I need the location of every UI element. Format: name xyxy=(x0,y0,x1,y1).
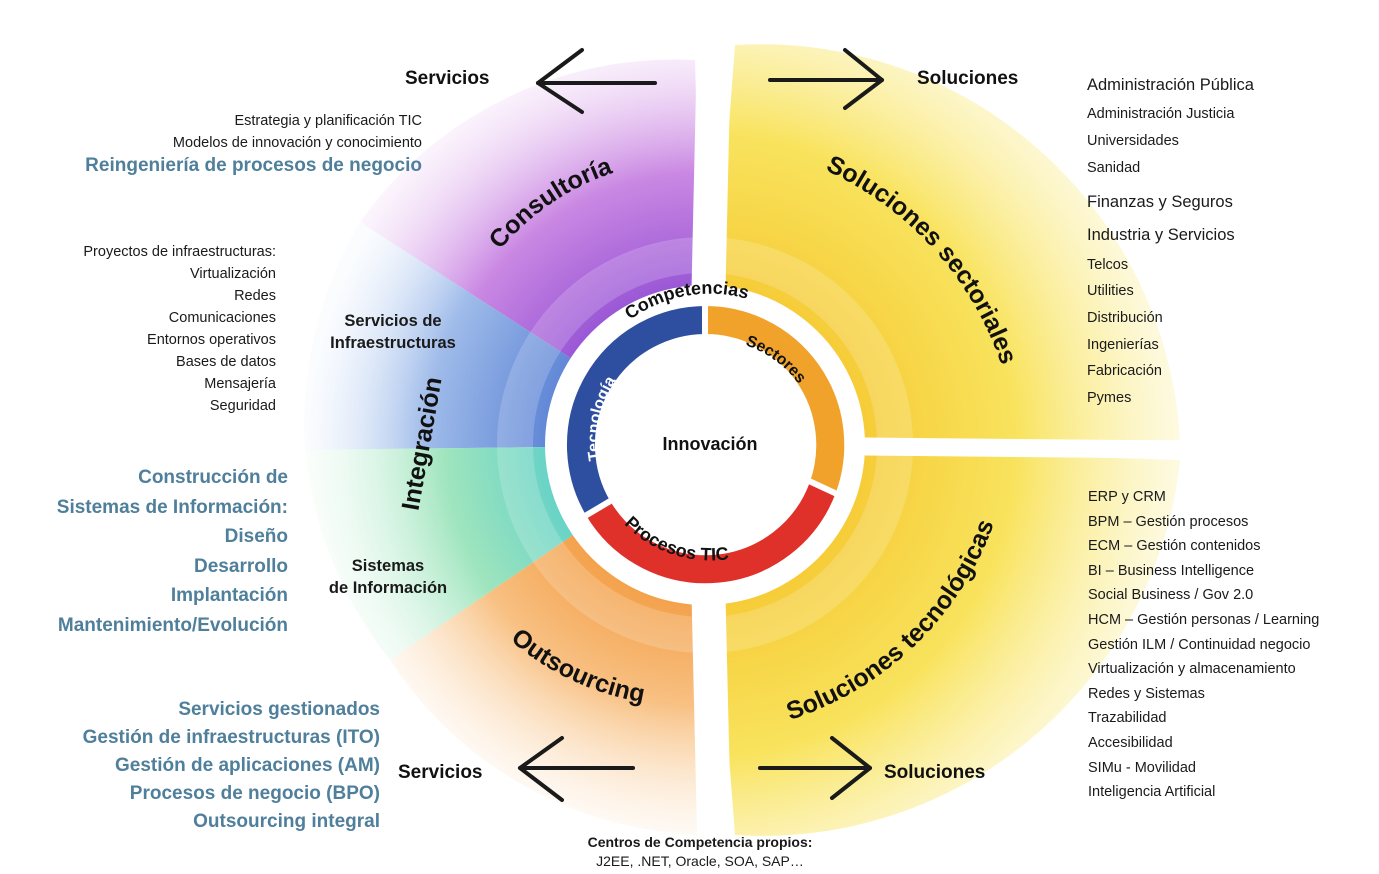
footer-subtitle: J2EE, .NET, Oracle, SOA, SAP… xyxy=(596,853,804,869)
ring-tecnologia xyxy=(566,306,706,516)
list-item: Servicios gestionados xyxy=(178,699,380,720)
innovacion-label: Innovación xyxy=(662,434,757,454)
list-item: Virtualización y almacenamiento xyxy=(1088,661,1296,678)
list-item: Procesos de negocio (BPO) xyxy=(129,783,380,804)
list-item: Trazabilidad xyxy=(1088,710,1167,727)
list-item: Sistemas de Información: xyxy=(56,496,288,518)
tecnologicas-list: ERP y CRM BPM – Gestión procesos ECM – G… xyxy=(1088,485,1319,805)
list-item: Industria y Servicios xyxy=(1087,226,1235,244)
list-item: Social Business / Gov 2.0 xyxy=(1088,587,1254,604)
list-item: Universidades xyxy=(1087,133,1179,149)
list-item: Construcción de xyxy=(138,467,288,488)
list-item: Gestión de infraestructuras (ITO) xyxy=(82,727,380,748)
arrow-top-right-icon xyxy=(768,48,884,110)
arrow-bottom-left-icon xyxy=(518,736,635,802)
list-item: Finanzas y Seguros xyxy=(1087,193,1233,211)
list-item: Redes y Sistemas xyxy=(1088,685,1205,702)
list-item: ERP y CRM xyxy=(1088,489,1166,505)
sistemas-informacion-label: Sistemas de Información xyxy=(328,557,448,597)
list-item: Gestión de aplicaciones (AM) xyxy=(115,755,380,776)
consultoria-list: Estrategia y planificación TIC Modelos d… xyxy=(173,110,422,154)
soluciones-top-label: Soluciones xyxy=(917,68,1019,89)
list-item: Comunicaciones xyxy=(168,310,276,326)
list-item: BI – Business Intelligence xyxy=(1088,562,1255,579)
list-item: Utilities xyxy=(1087,283,1134,299)
list-item: Accesibilidad xyxy=(1088,734,1173,751)
list-item: Gestión ILM / Continuidad negocio xyxy=(1088,636,1311,653)
list-item: Mensajería xyxy=(204,376,276,392)
list-item: Inteligencia Artificial xyxy=(1088,784,1216,801)
list-item: Sanidad xyxy=(1087,160,1141,176)
list-item: Bases de datos xyxy=(176,354,276,370)
construccion-list: Construcción de Sistemas de Información:… xyxy=(57,463,288,640)
list-item: SIMu - Movilidad xyxy=(1088,759,1196,776)
list-item: Estrategia y planificación TIC xyxy=(234,113,422,129)
list-item: Administración Pública xyxy=(1087,76,1254,94)
list-item: Redes xyxy=(234,288,276,304)
list-item: Outsourcing integral xyxy=(193,811,380,832)
list-item: Desarrollo xyxy=(194,555,288,577)
list-item: Ingenierías xyxy=(1087,337,1159,353)
list-item: Entornos operativos xyxy=(147,332,276,348)
list-item: Administración Justicia xyxy=(1087,106,1235,122)
footer-title: Centros de Competencia propios: xyxy=(587,834,813,850)
list-item: Proyectos de infraestructuras: xyxy=(83,244,276,260)
list-item: BPM – Gestión procesos xyxy=(1088,513,1249,530)
list-item: Diseño xyxy=(224,526,288,547)
list-item: Virtualización xyxy=(190,266,276,282)
ring-sectores xyxy=(704,305,845,492)
list-item: ECM – Gestión contenidos xyxy=(1088,538,1261,555)
list-item: Pymes xyxy=(1087,390,1132,406)
infraestructuras-list: Proyectos de infraestructuras: Virtualiz… xyxy=(83,241,276,417)
servicios-top-label: Servicios xyxy=(405,68,490,89)
list-item: Seguridad xyxy=(209,398,276,414)
list-item: Distribución xyxy=(1087,310,1163,326)
ring-procesos xyxy=(585,481,837,584)
arrow-top-left-icon xyxy=(536,48,657,114)
consultoria-highlight: Reingeniería de procesos de negocio xyxy=(85,155,422,176)
arrow-bottom-right-icon xyxy=(758,736,872,800)
servicios-infraestructuras-label: Servicios de Infraestructuras xyxy=(330,312,456,352)
list-item: Modelos de innovación y conocimiento xyxy=(172,135,422,151)
list-item: Telcos xyxy=(1087,257,1129,273)
outsourcing-list: Servicios gestionados Gestión de infraes… xyxy=(83,696,380,836)
servicios-bottom-label: Servicios xyxy=(398,762,483,783)
list-item: Fabricación xyxy=(1087,363,1162,379)
list-item: Implantación xyxy=(170,585,288,606)
list-item: Mantenimiento/Evolución xyxy=(57,614,288,636)
soluciones-bottom-label: Soluciones xyxy=(884,762,986,783)
list-item: HCM – Gestión personas / Learning xyxy=(1088,611,1320,628)
